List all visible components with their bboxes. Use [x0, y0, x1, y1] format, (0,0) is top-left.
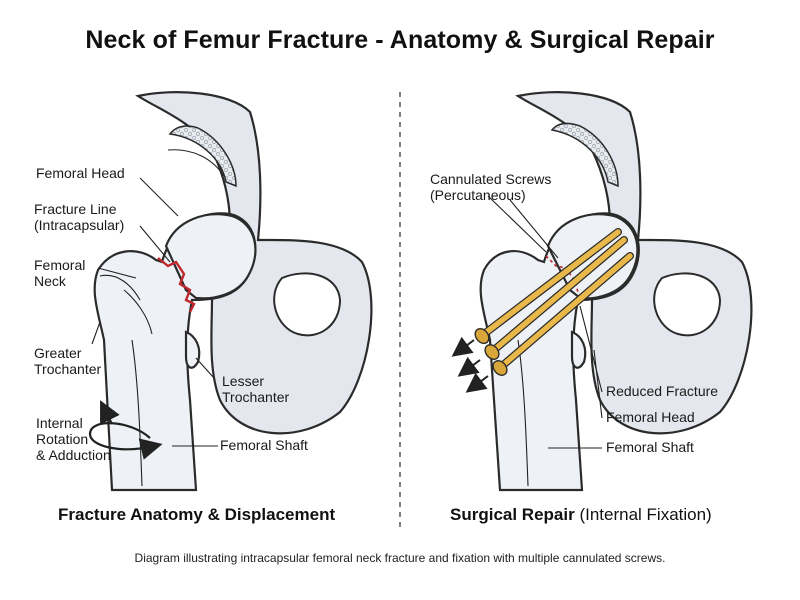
label-greater-trochanter: Greater: [34, 345, 82, 361]
label-femoral-head-right: Femoral Head: [606, 409, 695, 425]
label-rotation-sub2: & Adduction: [36, 447, 111, 463]
left-panel: Femoral Head Fracture Line (Intracapsula…: [34, 91, 373, 524]
insertion-arrow-2: [457, 356, 481, 377]
cannulated-screw-2: [484, 236, 628, 360]
rotation-arrow: [88, 422, 163, 460]
label-femoral-neck: Femoral: [34, 257, 85, 273]
right-panel-title-bold: Surgical Repair: [450, 505, 575, 524]
obturator-foramen-left: [273, 272, 342, 337]
lesser-trochanter-left: [184, 330, 201, 369]
figure-caption: Diagram illustrating intracapsular femor…: [135, 551, 666, 565]
acetabulum-right: [550, 122, 619, 188]
label-rotation: Internal: [36, 415, 83, 431]
right-panel-title-rest: (Internal Fixation): [575, 505, 712, 524]
label-rotation-sub: Rotation: [36, 431, 88, 447]
cannulated-screw-3: [492, 252, 634, 376]
acetabulum-left: [168, 125, 237, 188]
label-femoral-shaft-left: Femoral Shaft: [220, 437, 308, 453]
label-femoral-neck-sub: Neck: [34, 273, 67, 289]
femoral-head-left: [164, 213, 257, 300]
label-greater-trochanter-sub: Trochanter: [34, 361, 102, 377]
obturator-foramen-right: [653, 272, 722, 337]
label-lesser-trochanter: Lesser: [222, 373, 264, 389]
lesser-trochanter-right: [570, 330, 587, 369]
right-panel-title: Surgical Repair (Internal Fixation): [450, 505, 712, 524]
reduced-fracture-line: [545, 255, 585, 301]
right-panel: Cannulated Screws (Percutaneous) Reduced…: [430, 91, 753, 524]
page-title: Neck of Femur Fracture - Anatomy & Surgi…: [85, 26, 715, 54]
label-reduced-fracture: Reduced Fracture: [606, 383, 718, 399]
insertion-arrow-3: [465, 372, 489, 393]
cannulated-screw-1: [474, 228, 622, 345]
label-cannulated-screws-sub: (Percutaneous): [430, 187, 526, 203]
left-panel-title: Fracture Anatomy & Displacement: [58, 505, 335, 524]
label-femoral-shaft-right: Femoral Shaft: [606, 439, 694, 455]
label-lesser-trochanter-sub: Trochanter: [222, 389, 290, 405]
label-fracture-line: Fracture Line: [34, 201, 117, 217]
label-fracture-line-sub: (Intracapsular): [34, 217, 124, 233]
fracture-line-left: [157, 257, 196, 313]
insertion-arrow-1: [451, 336, 475, 357]
label-femoral-head-left: Femoral Head: [36, 165, 125, 181]
label-cannulated-screws: Cannulated Screws: [430, 171, 551, 187]
